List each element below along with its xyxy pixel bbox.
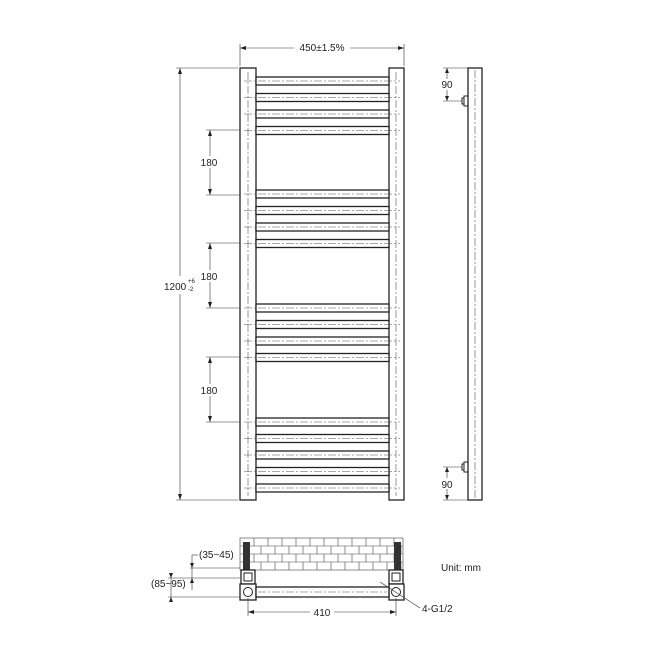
wall-offset-label: (35~45) — [199, 550, 234, 561]
side-view: 90 90 — [438, 67, 483, 501]
unit-label: Unit: mm — [441, 563, 481, 574]
width-dimension: 450±1.5% — [239, 43, 405, 66]
plan-bar — [255, 586, 390, 598]
width-label: 450±1.5% — [300, 43, 345, 54]
right-valve — [388, 569, 404, 585]
pipe-centers-label: 410 — [314, 608, 331, 619]
height-tolerance-lower: -2 — [188, 287, 194, 293]
bottom-bracket — [461, 461, 468, 473]
height-dimension: 1200 +6 -2 — [164, 67, 238, 501]
front-view — [239, 67, 405, 501]
bar-gap-3-label: 180 — [201, 386, 218, 397]
side-bottom-label: 90 — [441, 480, 453, 491]
left-valve — [240, 569, 256, 585]
plan-view: 410 4-G1/2 (35~45) (85~95) — [151, 537, 453, 619]
right-rail — [388, 67, 405, 501]
wall-depth-label: (85~95) — [151, 579, 186, 590]
bar-gap-2-label: 180 — [201, 272, 218, 283]
bar-gap-1-label: 180 — [201, 158, 218, 169]
top-bracket — [461, 95, 468, 107]
connection-label: 4-G1/2 — [422, 604, 453, 615]
height-label: 1200 — [164, 282, 187, 293]
bar-gap-dimensions: 180 180 180 — [198, 129, 240, 423]
height-tolerance-upper: +6 — [188, 279, 196, 285]
side-top-label: 90 — [441, 80, 453, 91]
